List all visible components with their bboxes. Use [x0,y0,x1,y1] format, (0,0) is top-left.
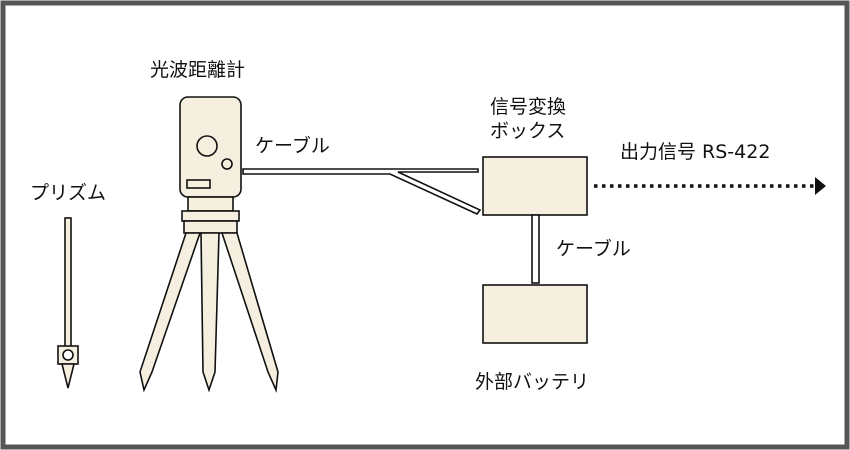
output-signal-label: 出力信号 RS-422 [620,141,771,163]
cable-edm-converter [242,168,482,215]
converter-label-line2: ボックス [490,120,566,142]
cable-label-vertical: ケーブル [556,238,631,260]
cable-label-top: ケーブル [255,135,330,157]
arrow-right-icon [815,177,826,195]
prism-label: プリズム [30,182,107,204]
tripod-icon [139,232,279,394]
converter-label-line1: 信号変換 [490,96,567,118]
edm-instrument-icon [179,96,242,234]
battery-box [482,284,588,344]
battery-label: 外部バッテリ [475,371,590,393]
converter-box [482,156,588,216]
edm-label: 光波距離計 [150,59,246,81]
cable-converter-battery [531,214,540,284]
prism-icon [57,217,79,389]
